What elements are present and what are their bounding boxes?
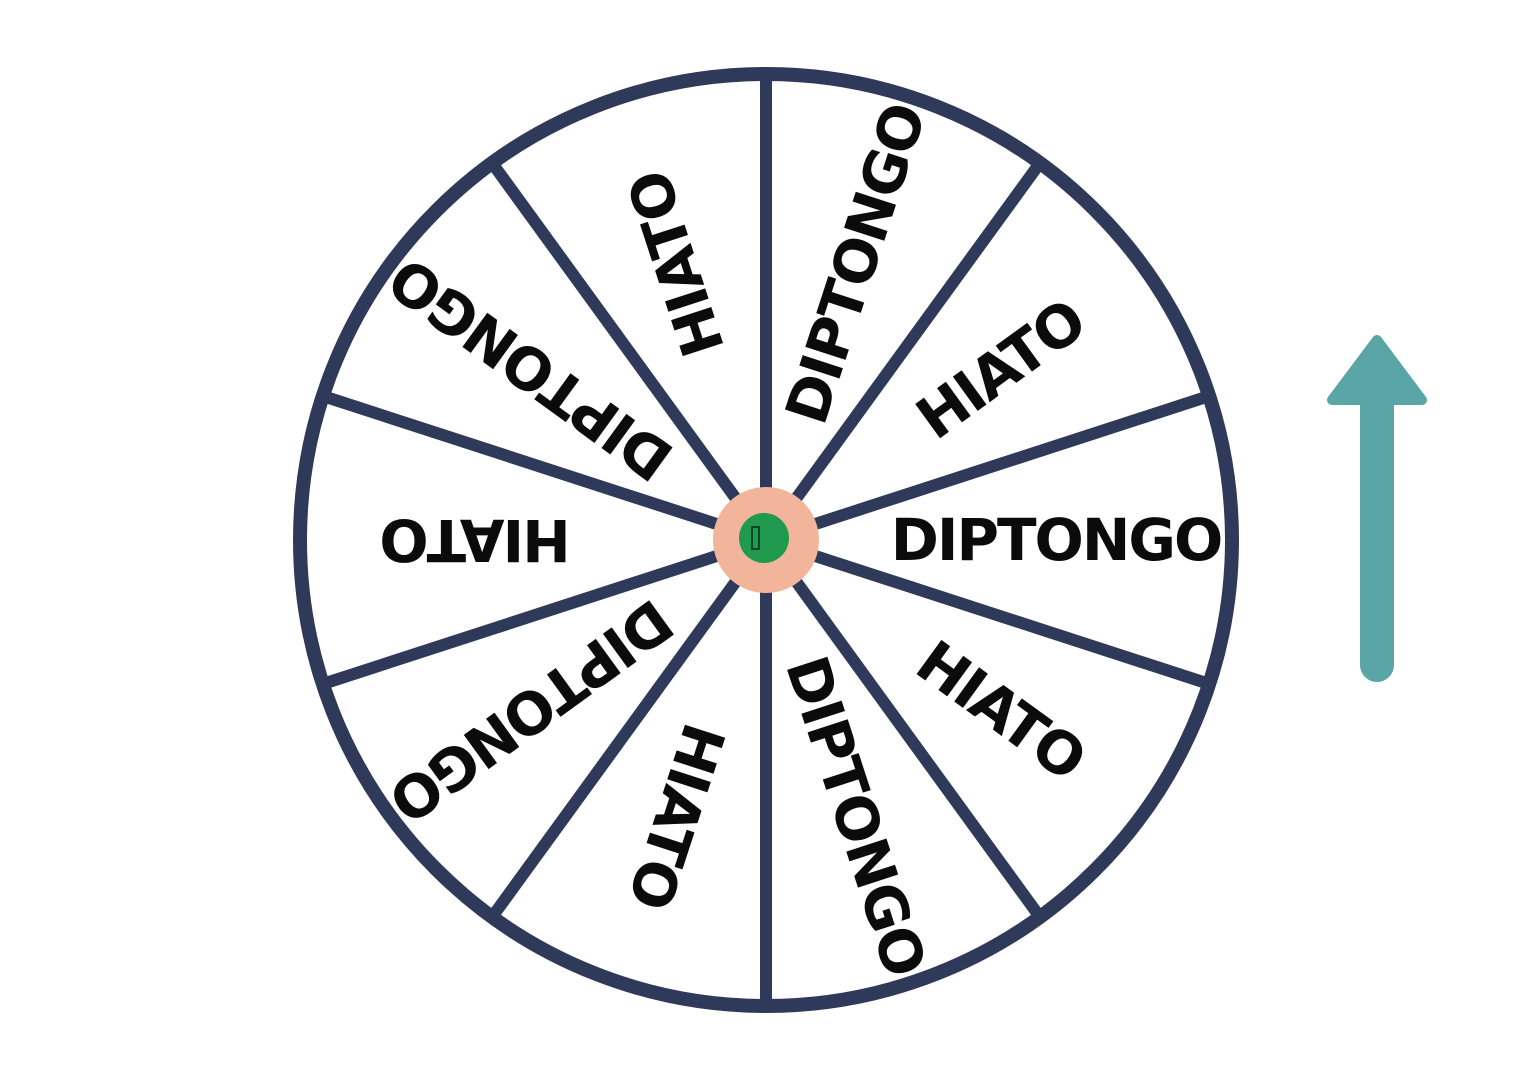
segment-divider — [320, 534, 768, 690]
spinner-wheel[interactable]: DIPTONGOHIATODIPTONGOHIATODIPTONGOHIATOD… — [293, 67, 1239, 1013]
logo-icon — [739, 513, 789, 563]
segment-divider — [764, 534, 1212, 690]
segment-divider — [764, 390, 1212, 546]
arrow-up-icon[interactable] — [1327, 335, 1427, 682]
pencil-icon — [751, 526, 760, 550]
segment-divider — [320, 390, 768, 546]
segment-divider — [487, 159, 771, 544]
segment-label: DIPTONGO — [891, 506, 1222, 574]
segment-label: HIATO — [381, 506, 570, 574]
segment-divider — [761, 159, 1045, 544]
segment-divider — [761, 536, 1045, 921]
segment-divider — [487, 536, 771, 921]
